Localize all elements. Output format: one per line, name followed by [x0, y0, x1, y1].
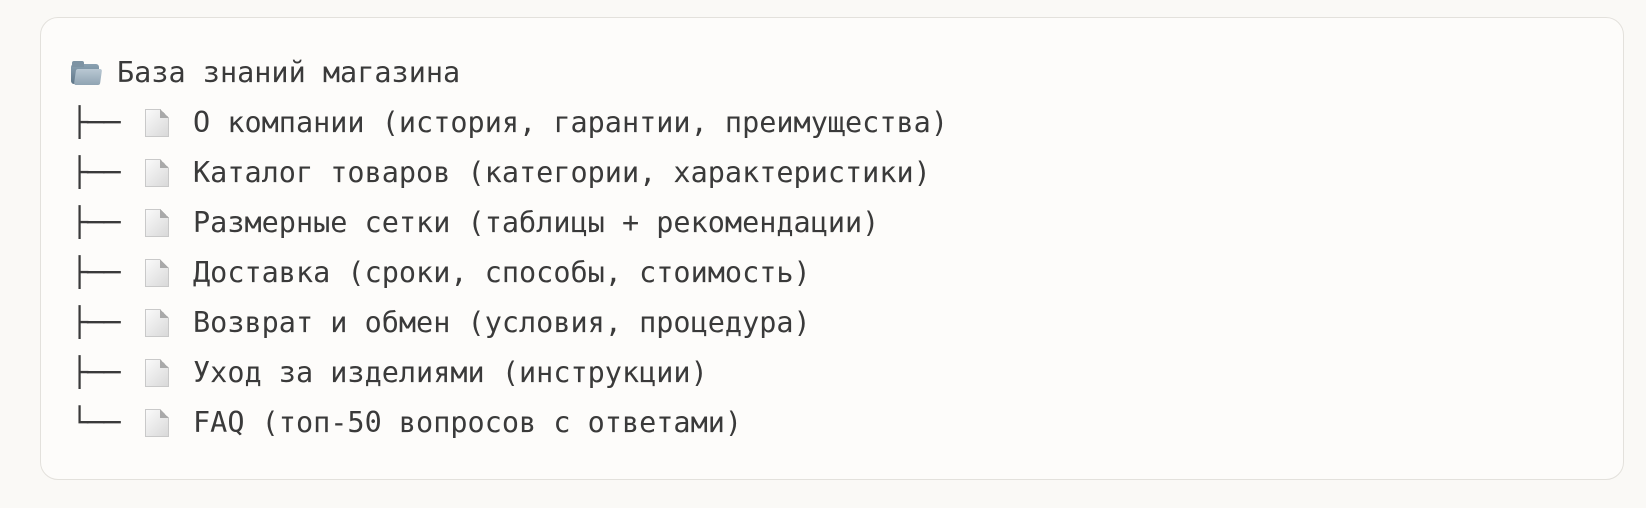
document-icon [145, 309, 169, 337]
document-icon [145, 259, 169, 287]
tree-root-label: База знаний магазина [117, 56, 461, 89]
knowledge-base-tree: База знаний магазина ├── О компании (ист… [71, 48, 948, 448]
tree-branch: └── [71, 406, 120, 439]
document-icon [145, 109, 169, 137]
folder-icon [71, 61, 103, 85]
tree-branch: ├── [71, 256, 120, 289]
tree-item: ├── Размерные сетки (таблицы + рекоменда… [71, 198, 948, 248]
tree-branch: ├── [71, 306, 120, 339]
tree-item-label: Уход за изделиями (инструкции) [193, 356, 708, 389]
tree-branch: ├── [71, 106, 120, 139]
tree-item: ├── Уход за изделиями (инструкции) [71, 348, 948, 398]
tree-item-label: Размерные сетки (таблицы + рекомендации) [193, 206, 880, 239]
tree-branch: ├── [71, 206, 120, 239]
tree-item-label: Доставка (сроки, способы, стоимость) [193, 256, 811, 289]
document-icon [145, 159, 169, 187]
tree-item-label: FAQ (топ-50 вопросов с ответами) [193, 406, 743, 439]
tree-item: ├── Доставка (сроки, способы, стоимость) [71, 248, 948, 298]
document-icon [145, 359, 169, 387]
tree-root: База знаний магазина [71, 48, 948, 98]
document-icon [145, 409, 169, 437]
tree-item-label: О компании (история, гарантии, преимущес… [193, 106, 948, 139]
tree-item: ├── О компании (история, гарантии, преим… [71, 98, 948, 148]
tree-branch: ├── [71, 356, 120, 389]
tree-item: ├── Каталог товаров (категории, характер… [71, 148, 948, 198]
code-block: База знаний магазина ├── О компании (ист… [40, 17, 1624, 480]
tree-item-label: Каталог товаров (категории, характеристи… [193, 156, 931, 189]
tree-item: ├── Возврат и обмен (условия, процедура) [71, 298, 948, 348]
tree-item-label: Возврат и обмен (условия, процедура) [193, 306, 811, 339]
tree-branch: ├── [71, 156, 120, 189]
tree-item: └── FAQ (топ-50 вопросов с ответами) [71, 398, 948, 448]
document-icon [145, 209, 169, 237]
